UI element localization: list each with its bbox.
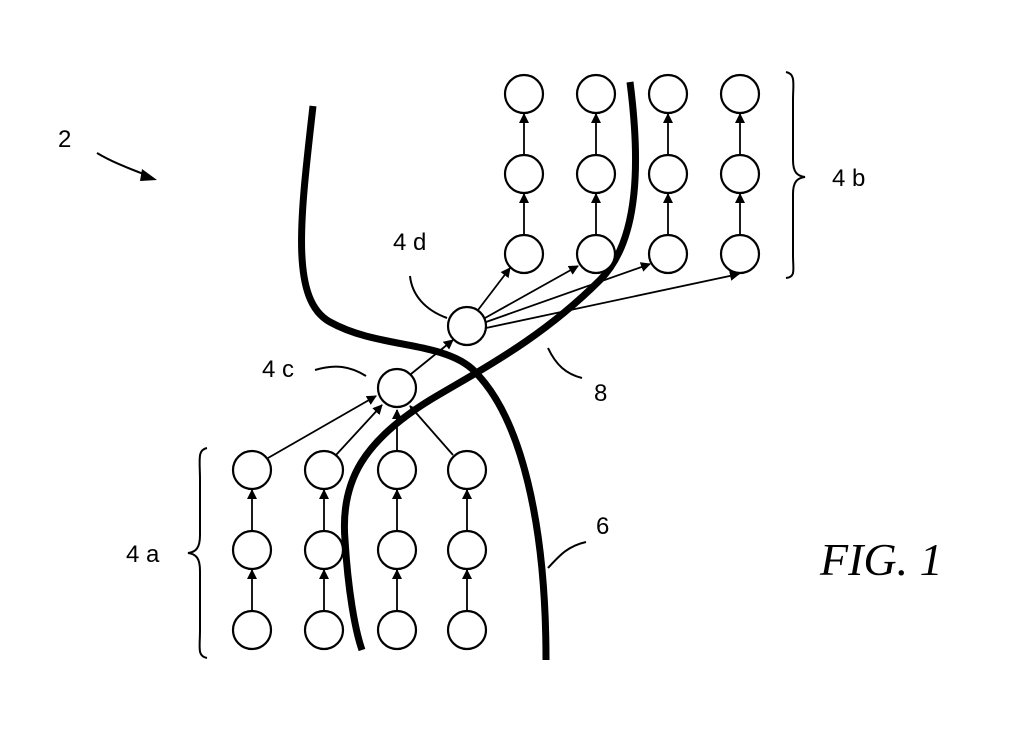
ref-2-leader <box>96 152 147 176</box>
label-node-4c: 4 c <box>262 356 294 383</box>
group-4a-nodes <box>231 449 488 651</box>
leader-4c <box>314 365 367 377</box>
label-node-4d: 4 d <box>393 229 426 256</box>
edges-4a-to-4c <box>267 395 454 459</box>
label-boundary-8: 8 <box>594 380 607 407</box>
leader-8 <box>547 347 583 379</box>
boundary-curve-6 <box>298 105 550 661</box>
label-group-4a: 4 a <box>126 541 160 568</box>
brace-4a <box>187 447 208 659</box>
label-group-4b: 4 b <box>832 165 865 192</box>
edges-4d-to-4b <box>477 262 740 329</box>
edge-4c-to-4d <box>410 339 454 375</box>
node-4c <box>376 367 418 409</box>
ref-2-arrowhead <box>140 169 157 181</box>
figure-caption: FIG. 1 <box>819 534 943 585</box>
node-4d <box>446 305 488 347</box>
label-figure-ref: 2 <box>58 126 71 153</box>
leader-4d <box>409 275 448 319</box>
group-4b-nodes <box>503 73 761 275</box>
leader-6 <box>547 541 587 569</box>
brace-4b <box>785 71 806 279</box>
label-boundary-6: 6 <box>596 513 609 540</box>
boundary-curve-8 <box>340 81 640 652</box>
